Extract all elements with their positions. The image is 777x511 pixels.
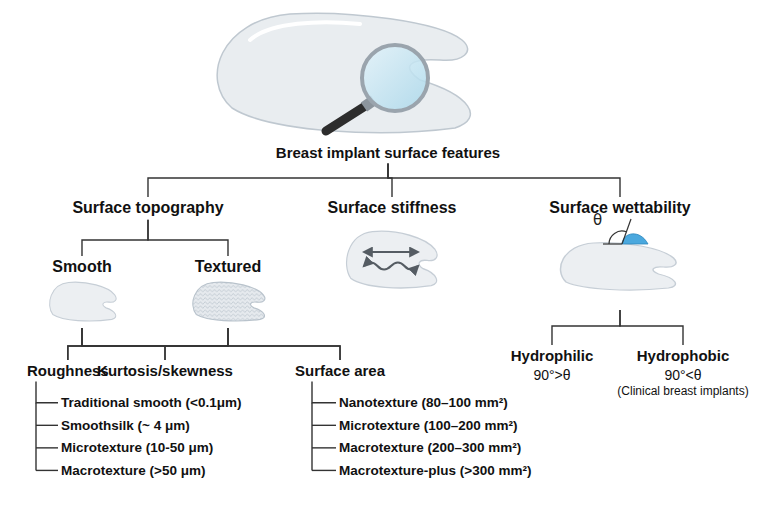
tree-connector [312,382,336,403]
heading-text: Hydrophobic [617,346,748,366]
wettability-icon [561,219,676,290]
note-text: 90°<θ [617,366,748,384]
value-list: Nanotexture (80–100 mm²) Microtexture (10… [336,393,534,485]
water-drop [622,234,648,244]
tree-connector [82,328,340,360]
tree-connector [228,328,340,360]
stiffness-implant [347,231,438,288]
implant-illustration [217,13,470,132]
tree-connector [82,220,148,256]
value-item: Smoothsilk (~ 4 μm) [61,417,241,435]
heading-text: Surface topography [72,198,223,219]
value-item: Traditional smooth (<0.1μm) [61,394,241,412]
tree-connector [165,328,228,360]
tree-connector [68,328,228,360]
magnifier-lens [362,45,428,111]
parameter-heading: Kurtosis/skewness [94,360,236,382]
value-list: Traditional smooth (<0.1μm) Smoothsilk (~… [58,393,244,485]
tree-connector [68,328,82,360]
contact-angle-arc [609,231,626,244]
bracket-tick [312,425,336,426]
value-item: Microtexture (10-50 μm) [61,439,241,457]
heading-text: Kurtosis/skewness [97,361,233,381]
tree-connector [148,220,228,256]
category-heading: Surface stiffness [325,197,460,297]
bracket-tick [36,425,58,426]
stiffness-icon [347,231,438,288]
value-item: Macrotexture (>50 μm) [61,462,241,480]
textured-implant [193,282,265,321]
smooth-implant [50,282,117,321]
implant-highlight [250,22,360,40]
heading-text: Smooth [52,257,112,278]
bracket-tick [311,403,312,471]
tree-connector [388,164,620,198]
tree-connector [36,382,58,403]
bracket-tick [312,470,336,471]
category-heading: Surface wettability [546,197,693,310]
wettability-implant [561,243,676,290]
tree-connector [552,310,620,345]
heading-text: Surface stiffness [328,198,457,219]
heading-text: Hydrophilic [511,346,594,366]
heading-text: Breast implant surface features [276,143,500,163]
texture-pattern [193,282,265,321]
bracket-tick [36,447,58,448]
value-item: Macrotexture (200–300 mm²) [339,439,531,457]
bracket-tick [36,470,58,471]
category-heading: Surface topography [69,197,226,220]
wavy-arrow [364,263,418,270]
magnifier-handle [326,103,370,131]
class-heading: Hydrophilic90°>θ [508,345,597,385]
type-heading: Textured [192,256,264,328]
bracket-tick [312,447,336,448]
heading-text: Textured [195,257,261,278]
value-item: Macrotexture-plus (>300 mm²) [339,462,531,480]
surface-line [603,243,622,244]
parameter-heading: Surface area [292,360,388,382]
note-text: 90°>θ [511,366,594,384]
magnifier-icon [326,45,428,131]
heading-text: Surface area [295,361,385,381]
value-item: Nanotexture (80–100 mm²) [339,394,531,412]
class-heading: Hydrophobic90°<θ(Clinical breast implant… [614,345,751,400]
root-heading: Breast implant surface features [273,142,503,164]
heading-text: Surface wettability [549,198,690,219]
angle-symbol: θ [593,211,602,229]
value-item: Microtexture (100–200 mm²) [339,417,531,435]
type-heading: Smooth [49,256,115,328]
stretch-arrow [364,251,418,253]
note-text: (Clinical breast implants) [617,384,748,400]
tree-connector [148,164,388,198]
tree-connector [620,310,683,345]
implant-shape [217,13,470,132]
bracket-tick [35,403,36,471]
heading-text: Roughness [27,361,109,381]
textured-implant-body [193,282,265,321]
tree-connector [82,328,165,360]
